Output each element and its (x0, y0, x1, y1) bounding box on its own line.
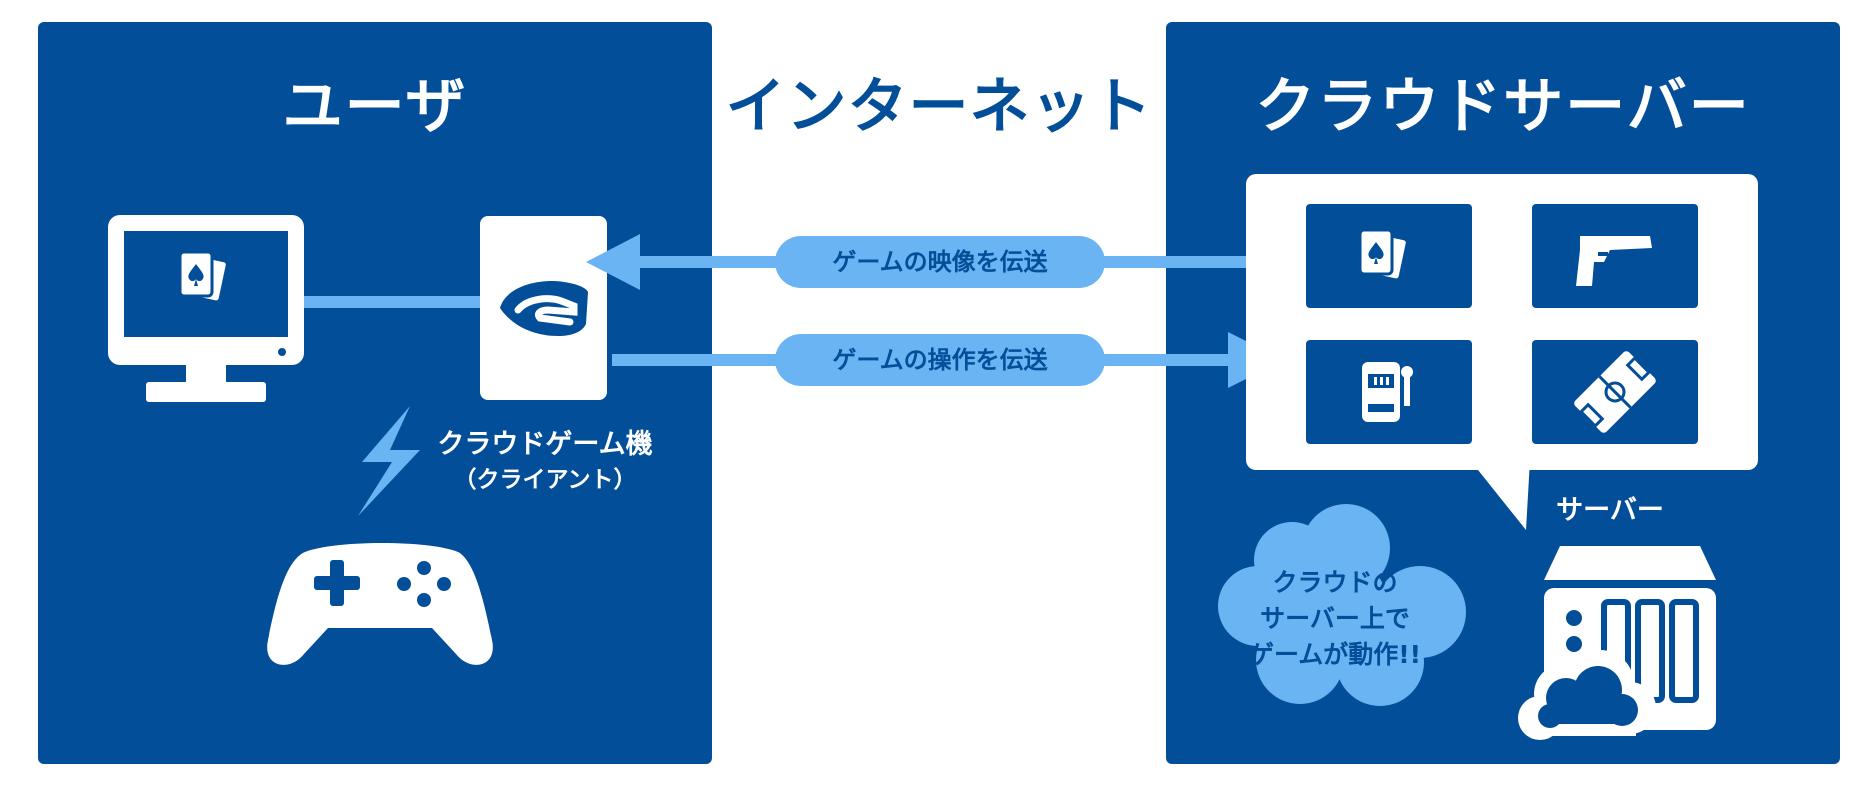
cloud-message-line: クラウドの (1272, 568, 1398, 597)
cloud-server-title: クラウドサーバー (1255, 72, 1751, 142)
server-nas-icon (1518, 546, 1716, 740)
monitor-cards-icon (178, 250, 229, 304)
monitor-client-connector (300, 296, 482, 308)
game-tile-cards (1306, 204, 1472, 308)
cloud-message-line: サーバー上で (1260, 604, 1410, 633)
game-tile-slot (1306, 340, 1472, 444)
game-controller-icon (267, 543, 493, 665)
client-sublabel: （クライアント） (453, 467, 637, 493)
gun-icon (1576, 236, 1652, 286)
client-label: クラウドゲーム機 (437, 429, 653, 460)
cloud-message-line: ゲームが動作!! (1248, 640, 1422, 669)
game-tile-soccer (1532, 340, 1698, 444)
cloud-game-console-icon (480, 216, 607, 400)
soccer-field-icon (1574, 351, 1656, 433)
internet-title: インターネット (725, 72, 1153, 142)
video-transfer-label: ゲームの映像を伝送 (775, 236, 1105, 288)
game-tile-gun (1532, 204, 1698, 308)
cards-icon (1358, 228, 1409, 282)
wireless-bolt-icon (358, 406, 420, 516)
server-label: サーバー (1556, 495, 1664, 526)
slot-machine-icon (1362, 362, 1413, 422)
server-cloud-icon (1518, 650, 1656, 740)
user-title: ユーザ (282, 72, 468, 142)
cloud-message: クラウドの サーバー上で ゲームが動作!! (1245, 565, 1425, 673)
cloud-bubble-icon (1218, 504, 1466, 706)
monitor-icon (108, 215, 304, 402)
input-transfer-label: ゲームの操作を伝送 (775, 334, 1105, 386)
